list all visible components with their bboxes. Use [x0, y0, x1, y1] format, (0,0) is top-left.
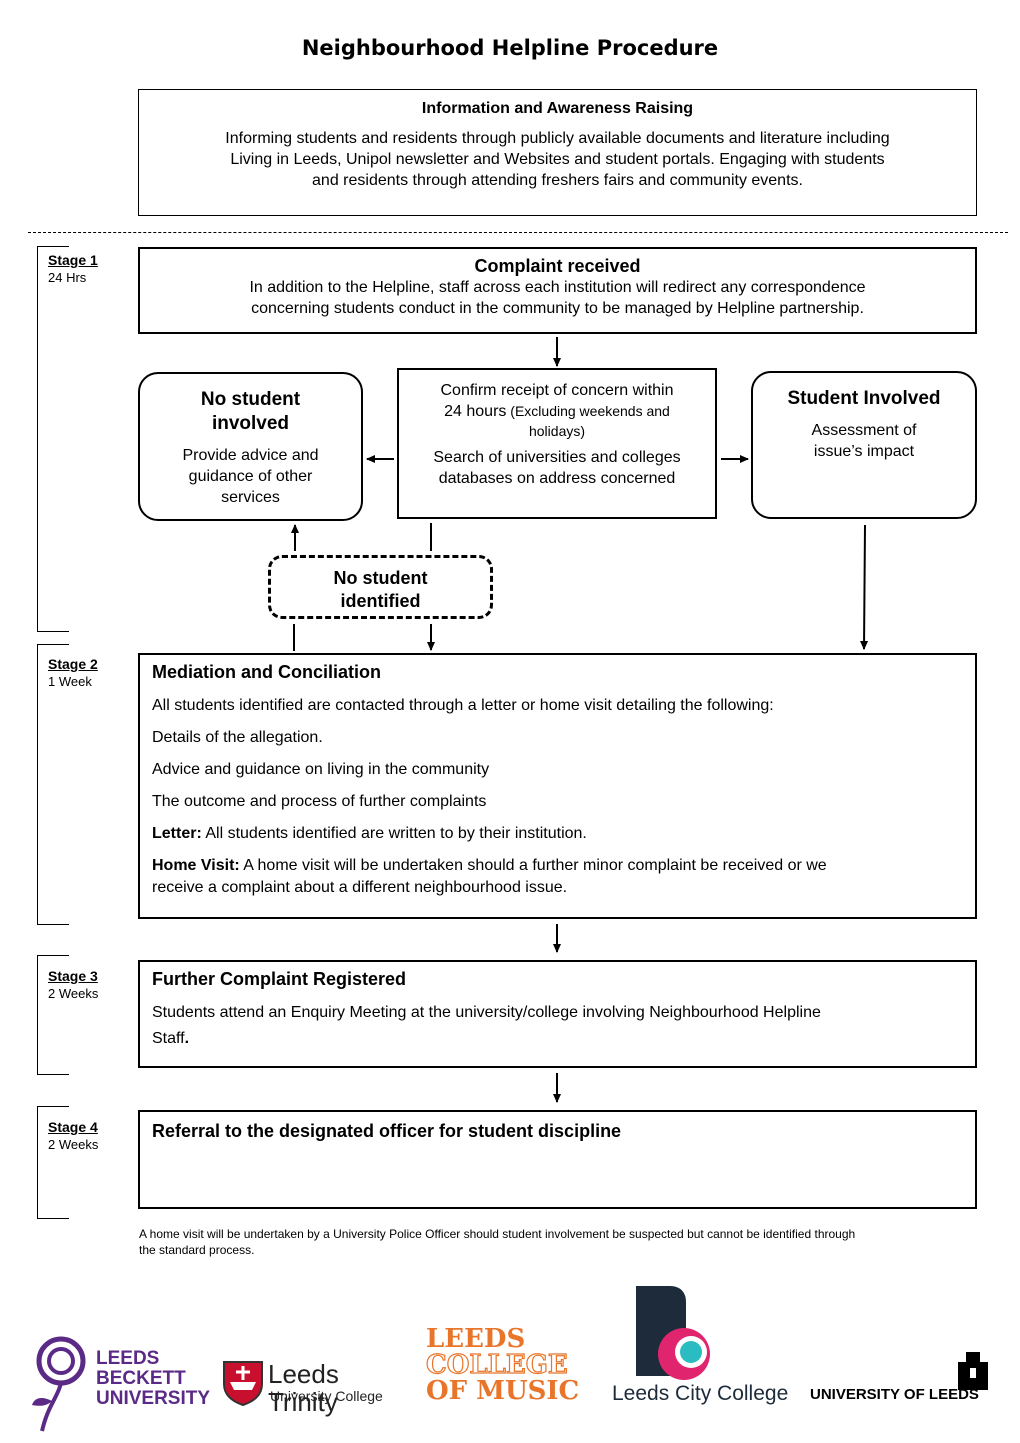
confirm-receipt-box: Confirm receipt of concern within 24 hou…	[397, 368, 717, 519]
further-line-2: Staff.	[152, 1028, 965, 1049]
no-student-text-2: guidance of other	[188, 468, 313, 485]
stage-2-name: Stage 2	[48, 656, 98, 672]
city-college-mark-icon	[636, 1286, 710, 1380]
referral-box: Referral to the designated officer for s…	[138, 1110, 977, 1209]
complaint-received-box: Complaint received In addition to the He…	[138, 247, 977, 334]
trinity-line-1: Leeds Trinity	[268, 1359, 339, 1417]
footnote-line-2: the standard process.	[139, 1243, 255, 1257]
no-student-identified-2: identified	[340, 591, 421, 611]
logo-leeds-trinity: Leeds Trinity University College	[222, 1360, 412, 1416]
university-of-leeds-name: UNIVERSITY OF LEEDS	[810, 1386, 979, 1403]
leeds-tower-icon	[958, 1352, 988, 1390]
further-complaint-box: Further Complaint Registered Students at…	[138, 960, 977, 1068]
logo-leeds-college-of-music: LEEDS COLLEGE OF MUSIC	[425, 1324, 601, 1406]
beckett-line-1: LEEDS	[96, 1348, 160, 1369]
complaint-heading: Complaint received	[474, 256, 641, 276]
mediation-intro: All students identified are contacted th…	[152, 697, 774, 714]
letter-label: Letter:	[152, 825, 202, 842]
confirm-line-3: holidays)	[528, 423, 586, 439]
trinity-line-2: University College	[270, 1388, 383, 1404]
music-line-2: COLLEGE	[425, 1350, 568, 1380]
mediation-item-1: Details of the allegation.	[152, 729, 323, 746]
referral-heading: Referral to the designated officer for s…	[152, 1121, 622, 1141]
no-student-identified-box: No student identified	[268, 555, 493, 619]
confirm-line-4: Search of universities and colleges	[433, 449, 681, 466]
info-box-line-3: and residents through attending freshers…	[312, 172, 803, 189]
stage-4-bracket	[37, 1106, 69, 1219]
stage-4-name: Stage 4	[48, 1119, 98, 1135]
mediation-letter: Letter: All students identified are writ…	[152, 823, 965, 844]
student-involved-text-1: Assessment of	[811, 422, 917, 439]
complaint-line-2: concerning students conduct in the commu…	[251, 300, 864, 317]
section-divider	[28, 232, 1008, 233]
confirm-line-1: Confirm receipt of concern within	[440, 382, 674, 399]
home-visit-text-1: A home visit will be undertaken should a…	[239, 857, 827, 874]
home-visit-label: Home Visit:	[152, 857, 240, 874]
info-awareness-box: Information and Awareness Raising Inform…	[138, 89, 977, 216]
stage-1-bracket	[37, 246, 69, 632]
student-involved-heading: Student Involved	[787, 388, 941, 409]
complaint-line-1: In addition to the Helpline, staff acros…	[249, 279, 866, 296]
stage-3-label: Stage 3 2 Weeks	[48, 967, 98, 1003]
info-box-line-2: Living in Leeds, Unipol newsletter and W…	[230, 151, 885, 168]
stage-2-bracket	[37, 644, 69, 925]
stage-1-duration: 24 Hrs	[48, 270, 87, 285]
no-student-text-3: services	[221, 489, 280, 506]
beckett-line-2: BECKETT	[96, 1368, 186, 1389]
further-line-2-end: .	[184, 1030, 190, 1047]
no-student-text-1: Provide advice and	[182, 447, 319, 464]
stage-4-label: Stage 4 2 Weeks	[48, 1118, 98, 1154]
stage-4-duration: 2 Weeks	[48, 1137, 99, 1152]
page-title: Neighbourhood Helpline Procedure	[301, 36, 719, 60]
stage-2-label: Stage 2 1 Week	[48, 655, 98, 691]
stage-2-duration: 1 Week	[48, 674, 92, 689]
beckett-rose-icon	[32, 1336, 86, 1432]
no-student-involved-box: No student involved Provide advice and g…	[138, 372, 363, 521]
student-involved-box: Student Involved Assessment of issue’s i…	[751, 371, 977, 519]
beckett-line-3: UNIVERSITY	[96, 1388, 211, 1409]
stage-3-name: Stage 3	[48, 968, 98, 984]
logo-leeds-beckett: LEEDS BECKETT UNIVERSITY	[28, 1335, 218, 1435]
city-college-name: Leeds City College	[612, 1382, 789, 1405]
footnote-line-1: A home visit will be undertaken by a Uni…	[139, 1227, 856, 1241]
stage-3-bracket	[37, 955, 69, 1075]
mediation-item-3: The outcome and process of further compl…	[152, 793, 487, 810]
music-line-1: LEEDS	[426, 1324, 526, 1354]
further-heading: Further Complaint Registered	[152, 969, 407, 989]
mediation-home-visit: Home Visit: A home visit will be underta…	[152, 855, 965, 876]
student-involved-text-2: issue’s impact	[813, 443, 915, 460]
further-line-1: Students attend an Enquiry Meeting at th…	[152, 1004, 821, 1021]
mediation-item-2: Advice and guidance on living in the com…	[152, 761, 490, 778]
stage-1-label: Stage 1 24 Hrs	[48, 251, 98, 287]
footnote: A home visit will be undertaken by a Uni…	[139, 1226, 989, 1258]
stage-3-duration: 2 Weeks	[48, 986, 99, 1001]
confirm-excluding: (Excluding weekends and	[506, 403, 670, 419]
mediation-heading: Mediation and Conciliation	[152, 662, 381, 682]
no-student-heading-1: No student	[200, 389, 301, 410]
confirm-24-hours: 24 hours	[444, 403, 507, 420]
no-student-heading-2: involved	[211, 413, 290, 434]
no-student-identified-1: No student	[333, 568, 428, 588]
mediation-home-visit-2: receive a complaint about a different ne…	[152, 879, 568, 896]
letter-text: All students identified are written to b…	[201, 825, 587, 842]
info-box-heading: Information and Awareness Raising	[421, 100, 694, 117]
logo-leeds-city-college: Leeds City College	[610, 1284, 805, 1414]
confirm-line-2: 24 hours (Excluding weekends and	[399, 401, 715, 422]
info-box-line-1: Informing students and residents through…	[225, 130, 890, 147]
confirm-line-5: databases on address concerned	[438, 470, 676, 487]
arrow-student-involved-to-mediation	[860, 524, 869, 650]
logo-university-of-leeds: UNIVERSITY OF LEEDS	[810, 1350, 995, 1410]
music-line-3: OF MUSIC	[426, 1376, 580, 1406]
further-line-2-text: Staff	[152, 1030, 185, 1047]
mediation-box: Mediation and Conciliation All students …	[138, 653, 977, 919]
trinity-shield-icon	[223, 1361, 263, 1406]
stage-1-name: Stage 1	[48, 252, 98, 268]
